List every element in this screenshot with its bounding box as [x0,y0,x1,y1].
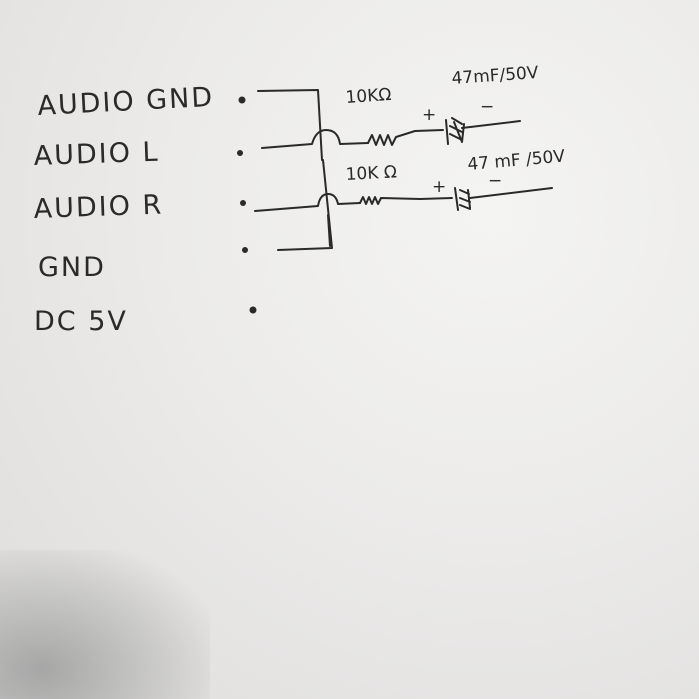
pin-dot-dc-5v [249,306,257,314]
resistor-l-symbol [367,129,444,146]
pin-dot-audio-r [240,200,246,206]
capacitor-r-symbol [454,187,553,211]
pin-dot-audio-gnd [238,96,246,104]
resistor-l-value: 10KΩ [345,85,392,108]
pin-dot-gnd [242,247,248,253]
resistor-r-symbol [359,196,453,205]
capacitor-l-plus: + [422,105,436,125]
photo-shadow [0,550,210,699]
pin-label-audio-gnd: AUDIO GND [37,82,215,122]
capacitor-l-minus: − [480,97,494,117]
resistor-r-value: 10K Ω [345,162,397,185]
wire-audio-r [254,193,361,212]
pin-dot-audio-l [237,150,243,156]
capacitor-r-value: 47 mF /50V [467,147,567,175]
pin-label-gnd: GND [38,252,106,283]
capacitor-l-symbol [445,117,521,145]
capacitor-l-value: 47mF/50V [451,63,540,89]
ground-wire-thick [327,214,331,247]
capacitor-r-minus: − [488,171,502,191]
pin-label-dc-5v: DC 5V [34,306,128,337]
wire-audio-l [261,129,369,149]
ground-wire [257,89,333,251]
capacitor-r-plus: + [432,177,446,197]
pin-label-audio-l: AUDIO L [33,137,160,172]
pin-label-audio-r: AUDIO R [33,189,164,225]
